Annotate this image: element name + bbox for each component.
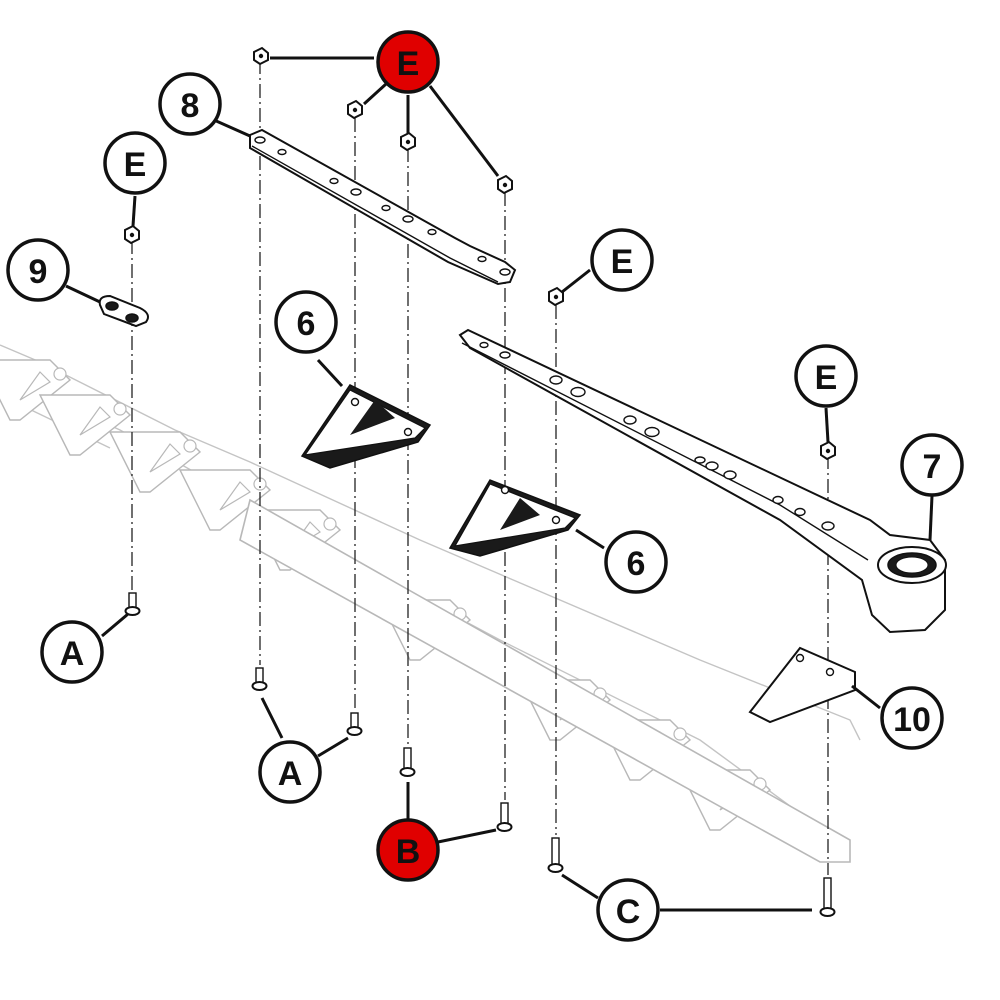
part-10-guard-plate: [748, 646, 856, 724]
cutter-bar-assembly: [0, 344, 861, 863]
part-9-link-plate: [98, 294, 149, 328]
part-7-pitman-arm: [458, 328, 947, 634]
svg-text:E: E: [124, 146, 147, 184]
svg-text:C: C: [616, 893, 641, 931]
ghost-knife-section: [178, 469, 272, 531]
svg-text:A: A: [278, 755, 303, 793]
nut-icon: [347, 99, 363, 120]
bolt-icon: [819, 877, 836, 917]
svg-text:7: 7: [923, 448, 942, 486]
svg-text:E: E: [815, 359, 838, 397]
ghost-bolt-head: [673, 727, 687, 741]
callout-e-highlighted: E: [376, 30, 440, 94]
svg-text:6: 6: [297, 305, 316, 343]
bolt-icon: [399, 747, 416, 777]
nut-icon: [497, 174, 513, 195]
ghost-section-cutout: [19, 371, 51, 401]
callout-e-middle: E: [590, 228, 654, 292]
ghost-bolt-head: [113, 402, 127, 416]
ghost-knife-section: [38, 394, 132, 456]
ghost-bolt-head: [183, 439, 197, 453]
bolt-icon: [124, 592, 141, 616]
part-8-bar: [249, 128, 517, 286]
callout-6-upper: 6: [274, 290, 338, 354]
callout-e-right: E: [794, 344, 858, 408]
svg-text:8: 8: [181, 87, 200, 125]
bolt-icon: [251, 667, 268, 691]
callout-c: C: [596, 878, 660, 942]
nut-icon: [400, 131, 416, 152]
svg-text:A: A: [60, 635, 85, 673]
callout-9: 9: [6, 238, 70, 302]
callout-7: 7: [900, 433, 964, 497]
callouts: 8 E E 9 6 E E 7 6 10 A A B C: [6, 30, 964, 942]
bolt-icon: [346, 712, 363, 736]
callout-8: 8: [158, 72, 222, 136]
svg-text:B: B: [396, 833, 421, 871]
ghost-section-cutout: [219, 481, 251, 511]
ghost-bolt-head: [53, 367, 67, 381]
part-6-knife-section-upper: [300, 384, 432, 469]
bolt-icon: [496, 802, 513, 832]
callout-b-highlighted: B: [376, 818, 440, 882]
callout-a-middle: A: [258, 740, 322, 804]
bolt-icon: [547, 837, 564, 873]
nut-icon: [820, 440, 836, 461]
svg-text:E: E: [611, 243, 634, 281]
ghost-section-cutout: [149, 443, 181, 473]
part-6-knife-section-lower: [448, 479, 582, 557]
ghost-knife-section: [108, 431, 202, 493]
nut-icon: [548, 286, 564, 307]
svg-text:E: E: [397, 45, 420, 83]
nut-icon: [253, 46, 269, 66]
leader-lines: [65, 56, 934, 912]
ghost-section-cutout: [79, 406, 111, 436]
callout-10: 10: [880, 686, 944, 750]
nut-icon: [124, 224, 140, 245]
callout-a-left: A: [40, 620, 104, 684]
svg-text:9: 9: [29, 253, 48, 291]
callout-6-lower: 6: [604, 530, 668, 594]
bolts: [124, 592, 836, 917]
callout-e-left: E: [103, 131, 167, 195]
nuts: [124, 46, 836, 461]
svg-text:10: 10: [893, 701, 931, 739]
svg-text:6: 6: [627, 545, 646, 583]
ghost-bolt-head: [323, 517, 337, 531]
